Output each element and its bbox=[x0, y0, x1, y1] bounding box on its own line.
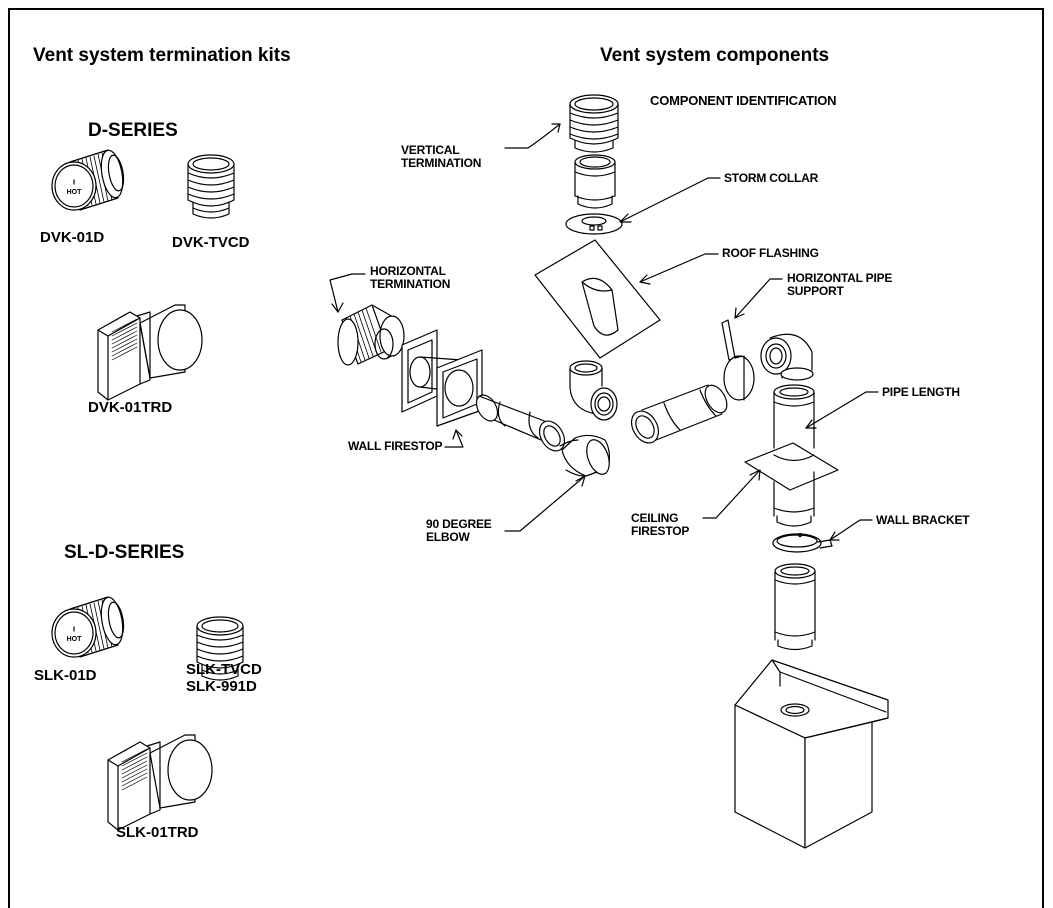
label-storm-collar: STORM COLLAR bbox=[724, 171, 819, 185]
label-horizontal-pipe-support: HORIZONTAL PIPE SUPPORT bbox=[787, 271, 893, 299]
label-wall-bracket: WALL BRACKET bbox=[876, 513, 970, 527]
appliance-box-icon bbox=[735, 660, 888, 848]
elbow-90-icon bbox=[560, 435, 614, 477]
kit-slk-tvcd-label: SLK-TVCD SLK-991D bbox=[186, 661, 262, 695]
label-horizontal-termination: HORIZONTAL TERMINATION bbox=[370, 264, 451, 292]
dvk-01d-cap-icon bbox=[52, 149, 126, 210]
wall-firestop-icon bbox=[402, 330, 482, 426]
series-sld-heading: SL-D-SERIES bbox=[64, 542, 185, 563]
tee-elbow-icon bbox=[570, 361, 617, 420]
storm-collar-icon bbox=[566, 214, 622, 234]
slk-01d-hot-text: HOT bbox=[67, 636, 83, 643]
roof-flashing-icon bbox=[535, 240, 660, 358]
wall-bracket-icon bbox=[773, 534, 832, 553]
horizontal-termination-icon bbox=[338, 305, 404, 365]
slk-tvcd-cap-icon bbox=[197, 617, 243, 680]
dvk-tvcd-cap-icon bbox=[188, 155, 234, 218]
ceiling-firestop-icon bbox=[745, 443, 838, 526]
label-roof-flashing: ROOF FLASHING bbox=[722, 246, 819, 260]
series-d-heading: D-SERIES bbox=[88, 120, 178, 141]
horizontal-pipe-support-icon bbox=[722, 320, 754, 400]
kit-slk-01d-label: SLK-01D bbox=[34, 667, 97, 684]
slk-01trd-icon bbox=[108, 735, 212, 830]
heading-component-identification: COMPONENT IDENTIFICATION bbox=[650, 93, 837, 108]
short-pipe-icon bbox=[575, 155, 615, 208]
dvk-01d-hot-text: HOT bbox=[67, 189, 83, 196]
slk-01d-cap-icon bbox=[52, 596, 126, 657]
heading-termination-kits: Vent system termination kits bbox=[33, 45, 291, 66]
kit-dvk-tvcd-label: DVK-TVCD bbox=[172, 234, 250, 251]
elbow-top-right-icon bbox=[761, 334, 813, 380]
heading-vent-components: Vent system components bbox=[600, 45, 830, 66]
dvk-01trd-icon bbox=[98, 305, 202, 400]
label-vertical-termination: VERTICAL TERMINATION bbox=[401, 143, 482, 171]
horizontal-pipe-left-icon bbox=[472, 391, 569, 455]
label-90-degree-elbow: 90 DEGREE ELBOW bbox=[426, 517, 492, 545]
kit-slk-01trd-label: SLK-01TRD bbox=[116, 824, 199, 841]
pipe-length-icon bbox=[774, 385, 814, 448]
horizontal-pipe-middle-icon bbox=[626, 382, 731, 448]
diagram-frame bbox=[8, 8, 1044, 908]
lower-pipe-icon bbox=[775, 564, 815, 650]
kit-dvk-01trd-label: DVK-01TRD bbox=[88, 399, 173, 416]
label-pipe-length: PIPE LENGTH bbox=[882, 385, 960, 399]
callout-leaders bbox=[330, 124, 878, 540]
vertical-termination-icon bbox=[570, 95, 618, 152]
label-wall-firestop: WALL FIRESTOP bbox=[348, 439, 443, 453]
label-ceiling-firestop: CEILING FIRESTOP bbox=[631, 511, 690, 539]
kit-dvk-01d-label: DVK-01D bbox=[40, 229, 105, 246]
